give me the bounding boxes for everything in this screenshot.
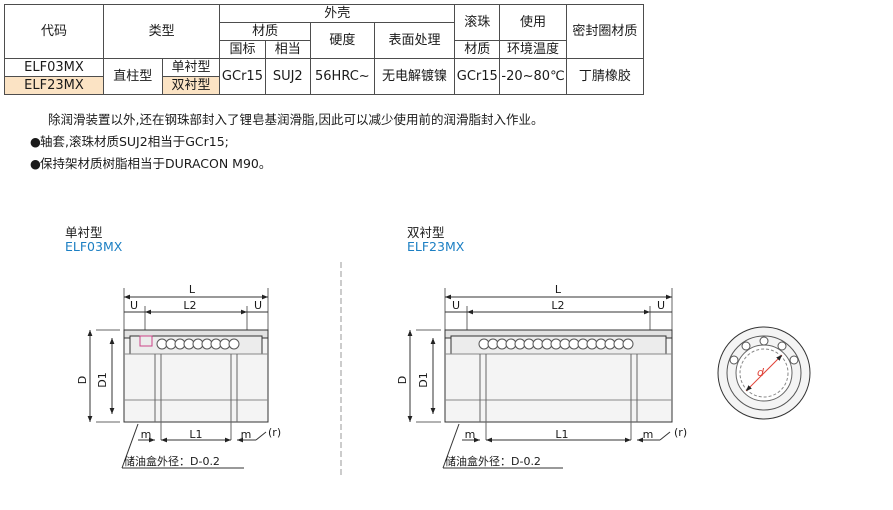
bullet-1: ● [30, 134, 41, 149]
value-surface: 无电解镀镍 [373, 58, 456, 95]
left-dim-D: D [76, 376, 89, 384]
end-view-dim-d: d [757, 366, 765, 379]
row-code-2: ELF23MX [4, 76, 104, 95]
note-2-text: 轴套,滚珠材质SUJ2相当于GCr15; [40, 134, 229, 149]
header-code: 代码 [4, 4, 104, 59]
right-dim-m2: m [643, 428, 654, 441]
right-dim-D: D [396, 376, 409, 384]
type-single: 单衬型 [161, 58, 221, 77]
value-temp: -20~80℃ [499, 58, 567, 95]
bullet-2: ● [30, 156, 41, 171]
right-dim-U1: U [452, 299, 460, 312]
left-dim-m1: m [141, 428, 152, 441]
header-env-1: 使用 [499, 4, 567, 41]
left-dim-m2: m [241, 428, 252, 441]
right-drawing-title: 双衬型 [407, 225, 445, 240]
note-3: ●保持架材质树脂相当于DURACON M90。 [30, 153, 543, 175]
header-hardness: 硬度 [309, 22, 375, 59]
left-drawing-code: ELF03MX [65, 239, 123, 254]
right-drawing [407, 288, 673, 469]
left-dim-r: (r) [268, 426, 281, 439]
right-drawing-code: ELF23MX [407, 239, 465, 254]
end-view [717, 326, 811, 420]
value-std: GCr15 [219, 58, 266, 95]
notes: 除润滑装置以外,还在钢珠部封入了锂皂基润滑脂,因此可以减少使用前的润滑脂封入作业… [30, 109, 543, 175]
value-eq: SUJ2 [264, 58, 311, 95]
left-dim-L: L [189, 283, 196, 296]
header-type: 类型 [102, 4, 221, 59]
right-dim-U2: U [657, 299, 665, 312]
left-drawing [87, 288, 269, 469]
note-2: ●轴套,滚珠材质SUJ2相当于GCr15; [30, 131, 543, 153]
row-code-1: ELF03MX [4, 58, 104, 77]
note-1: 除润滑装置以外,还在钢珠部封入了锂皂基润滑脂,因此可以减少使用前的润滑脂封入作业… [48, 112, 544, 127]
left-drawing-label: 单衬型 ELF03MX [65, 226, 122, 254]
spec-table: 代码 类型 外壳 滚珠 使用 密封圈材质 材质 硬度 表面处理 国标 相当 材质… [4, 4, 645, 95]
left-dim-D1: D1 [96, 372, 109, 387]
value-seal: 丁腈橡胶 [565, 58, 645, 95]
header-material: 材质 [219, 22, 311, 41]
header-seal: 密封圈材质 [565, 4, 645, 59]
type-main: 直柱型 [102, 58, 163, 95]
value-hardness: 56HRC~ [309, 58, 375, 95]
left-dim-U2: U [254, 299, 262, 312]
header-eq: 相当 [264, 40, 311, 59]
left-dim-L2: L2 [183, 299, 196, 312]
value-ball: GCr15 [454, 58, 501, 95]
right-drawing-label: 双衬型 ELF23MX [407, 226, 464, 254]
right-dim-L: L [555, 283, 562, 296]
right-dim-D1: D1 [417, 372, 430, 387]
header-ball-2: 材质 [454, 40, 501, 59]
right-dim-m1: m [465, 428, 476, 441]
note-3-text: 保持架材质树脂相当于DURACON M90。 [40, 156, 272, 171]
left-oil-note: 储油盒外径：D-0.2 [124, 454, 220, 468]
right-dim-L1: L1 [555, 428, 568, 441]
type-double: 双衬型 [161, 76, 221, 95]
right-dim-L2: L2 [551, 299, 564, 312]
right-oil-note: 储油盒外径：D-0.2 [445, 454, 541, 468]
left-dim-U1: U [130, 299, 138, 312]
right-dim-r: (r) [674, 426, 687, 439]
left-dim-L1: L1 [189, 428, 202, 441]
left-drawing-title: 单衬型 [65, 225, 103, 240]
